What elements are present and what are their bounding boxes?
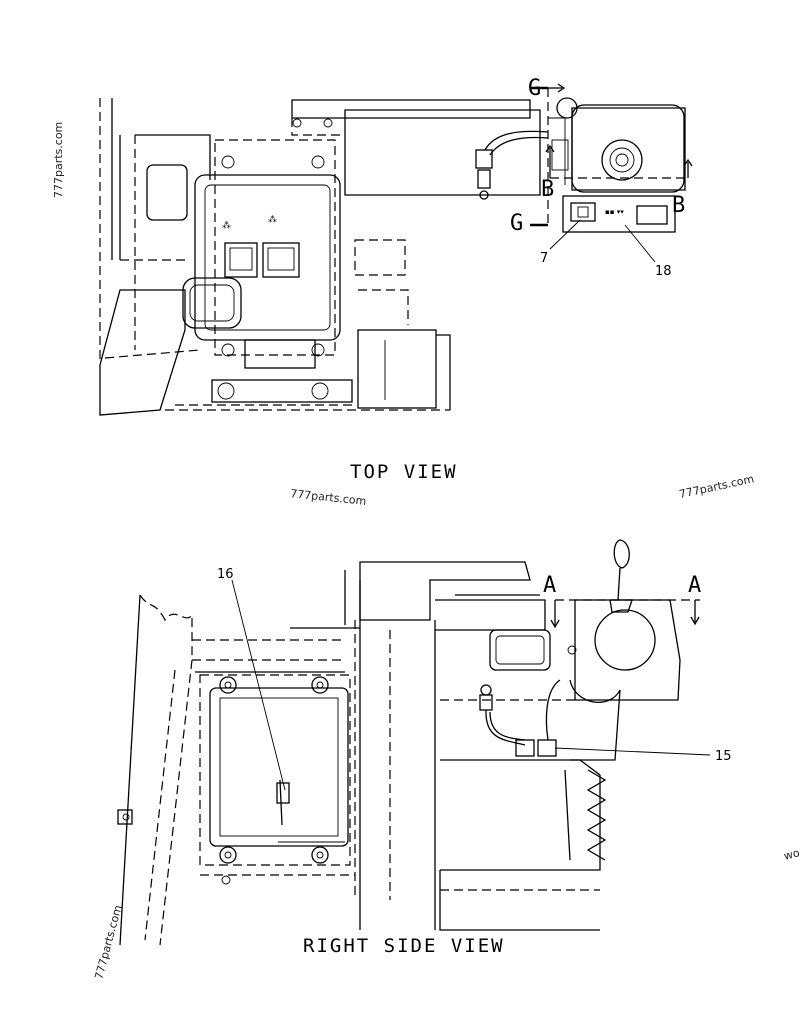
svg-text:⁂: ⁂ [268, 214, 277, 225]
callout-18: 18 [655, 264, 672, 279]
side-view-drawing [117, 539, 711, 946]
top-view-title: TOP VIEW [350, 461, 458, 483]
watermark-3: 777parts.com [678, 472, 755, 501]
side-view-title: RIGHT SIDE VIEW [303, 935, 505, 957]
section-label-g-bottom: G [510, 211, 523, 236]
callout-15: 15 [715, 749, 732, 764]
svg-text:⁂: ⁂ [222, 220, 231, 231]
watermark-2: 777parts.com [290, 487, 367, 508]
section-label-g-top: G [528, 76, 541, 101]
watermark-1: 777parts.com [52, 122, 65, 198]
svg-text:▪▪ ▾▾: ▪▪ ▾▾ [605, 208, 624, 216]
section-label-a-right: A [688, 573, 701, 598]
section-label-b-left: B [541, 177, 554, 202]
watermark-5: wo [782, 846, 800, 863]
callout-16: 16 [217, 567, 234, 582]
callout-7: 7 [540, 251, 548, 266]
section-label-b-right: B [672, 193, 685, 218]
top-view-drawing: ⁂ ⁂ [99, 83, 693, 416]
section-label-a-left: A [543, 573, 556, 598]
